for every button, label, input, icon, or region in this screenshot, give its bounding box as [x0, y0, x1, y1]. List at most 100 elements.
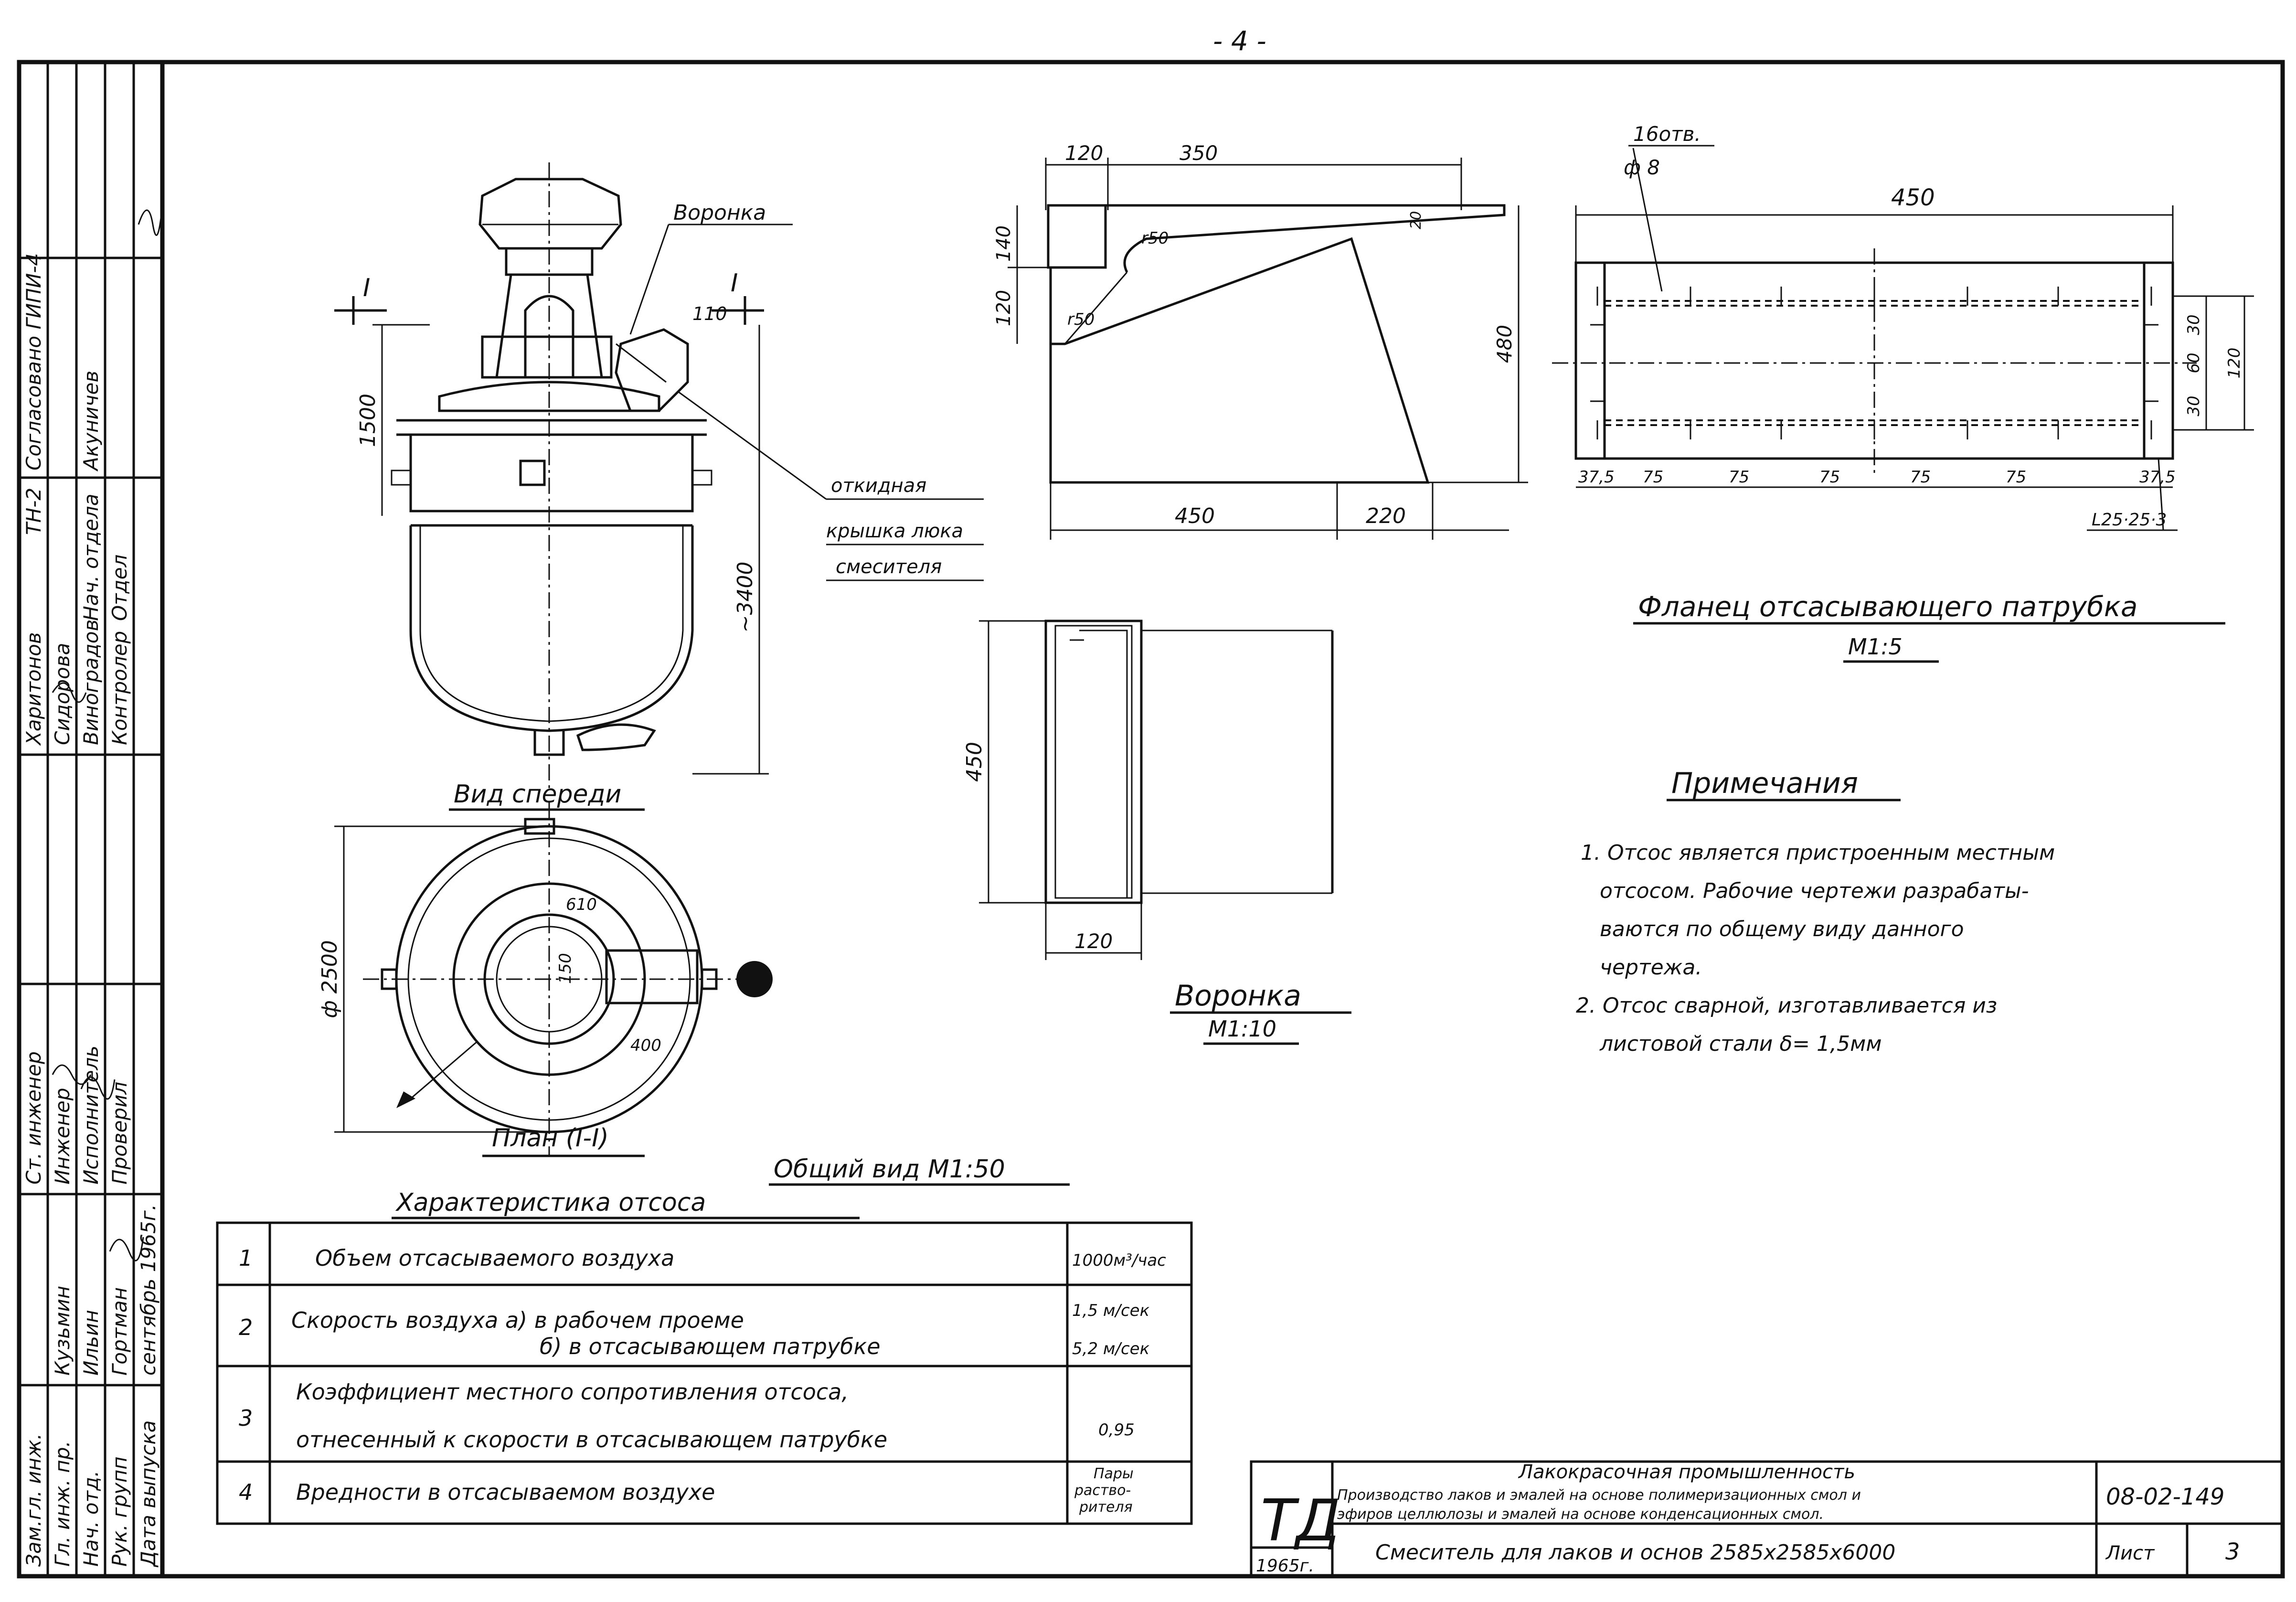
front-view: I I 1500 ~3400 110 Воронка откидная крыш… [334, 162, 984, 811]
flange-right-30b: 30 [2184, 395, 2203, 416]
dim-funnel-140: 140 [993, 225, 1015, 262]
titleblock-sheet-label: Лист [2105, 1542, 2155, 1564]
signature [52, 205, 163, 1261]
flange-spacing-6: 75 [2006, 468, 2026, 487]
front-view-caption: Вид спереди [454, 780, 621, 809]
stamp-top-role-1: ТН-2 [22, 488, 45, 535]
dim-110: 110 [692, 303, 727, 324]
titleblock-name: Смеситель для лаков и основ 2585x2585x60… [1375, 1540, 1895, 1565]
dim-funnel-350: 350 [1180, 141, 1218, 165]
row-1-text: Объем отсасываемого воздуха [315, 1245, 674, 1271]
row-3-text-a: Коэффициент местного сопротивления отсос… [296, 1379, 849, 1405]
titleblock-sheet: 3 [2225, 1538, 2240, 1565]
titleblock-desc-2: эфиров целлюлозы и эмалей на основе конд… [1337, 1506, 1824, 1523]
stamp-mid-name-4: Контролер [108, 631, 131, 745]
row-3-text-b: отнесенный к скорости в отсасывающем пат… [296, 1427, 887, 1452]
title-block: ТД 1965г. Лакокрасочная промышленность П… [1250, 1460, 2284, 1578]
note-line-5: 2. Отсос сварной, изготавливается из [1576, 993, 1997, 1018]
flange-detail: 450 16отв. ф 8 37,5 75 75 75 75 75 37,5 … [1552, 122, 2254, 663]
flange-right-30a: 30 [2184, 314, 2203, 335]
row-2-val-a: 1,5 м/сек [1072, 1301, 1150, 1320]
row-3-num: 3 [239, 1405, 253, 1431]
plan-view-caption: План (I-I) [492, 1124, 609, 1153]
note-line-1: 1. Отсос является пристроенным местным [1581, 841, 2055, 865]
dim-dia-2500: ф 2500 [318, 940, 342, 1018]
plan-view: ф 2500 610 150 400 План (I-I) [318, 802, 773, 1157]
dim-funnel-r50b: r50 [1067, 310, 1095, 329]
flange-spacing-4: 75 [1819, 468, 1840, 487]
stamp-mid-name-3: Виноградов [79, 619, 103, 745]
dim-funnel-20: 20 [1408, 211, 1424, 229]
dim-funnel-450v: 450 [962, 742, 987, 782]
dim-funnel-450: 450 [1175, 504, 1215, 528]
row-1-num: 1 [239, 1245, 253, 1271]
dim-funnel-120c: 120 [1074, 929, 1113, 953]
flange-right-60: 60 [2184, 352, 2203, 373]
stamp-top-title: Согласовано ГИПИ-4 [22, 253, 45, 470]
characteristics-title: Характеристика отсоса [395, 1188, 706, 1217]
stamp-role-2: Гл. инж. пр. [51, 1441, 74, 1567]
stamp-top-role-2: Нач. отдела [79, 494, 103, 621]
stamp-mid-role-1: Ст. инженер [22, 1051, 45, 1185]
dim-400: 400 [630, 1036, 661, 1055]
dim-3400: ~3400 [733, 562, 757, 633]
stamp-name-4: сентябрь 1965г. [137, 1204, 160, 1376]
section-mark-left: I [363, 274, 370, 302]
titleblock-year: 1965г. [1256, 1556, 1314, 1576]
row-4-val-b: раство- [1074, 1482, 1131, 1499]
dim-funnel-120b: 120 [993, 290, 1015, 326]
dim-150: 150 [556, 953, 575, 984]
titleblock-industry: Лакокрасочная промышленность [1518, 1461, 1855, 1483]
note-line-4: чертежа. [1600, 955, 1702, 980]
lid-label-line-2: крышка люка [826, 520, 963, 542]
row-2-text-a: Скорость воздуха а) в рабочем проеме [291, 1307, 744, 1333]
row-2-text-b: б) в отсасывающем патрубке [540, 1334, 881, 1359]
flange-right-120: 120 [2225, 348, 2244, 379]
row-4-text: Вредности в отсасываемом воздухе [296, 1479, 715, 1505]
row-4-val-c: рителя [1079, 1499, 1133, 1516]
note-line-3: ваются по общему виду данного [1600, 917, 1964, 941]
flange-spacing-2: 75 [1643, 468, 1663, 487]
row-1-val: 1000м³/час [1072, 1251, 1166, 1270]
td-logo: ТД [1261, 1488, 1340, 1554]
stamp-signer: Акуничев [79, 371, 103, 472]
stamp-role-3: Нач. отд. [79, 1471, 103, 1567]
dim-funnel-120a: 120 [1065, 141, 1103, 165]
dim-funnel-r50a: r50 [1141, 229, 1169, 248]
flange-spacing-5: 75 [1910, 468, 1931, 487]
row-2-num: 2 [239, 1314, 253, 1340]
notes: Примечания 1. Отсос является пристроенны… [1576, 767, 2055, 1056]
stamp-mid-role-2: Инженер [51, 1088, 74, 1185]
funnel-title: Воронка [1175, 979, 1301, 1013]
flange-angle: L25·25·3 [2092, 510, 2167, 530]
row-2-val-b: 5,2 м/сек [1072, 1339, 1150, 1358]
flange-spacing-1: 37,5 [1578, 468, 1615, 487]
stamp-role-4: Рук. групп [108, 1456, 131, 1567]
flange-spacing-7: 37,5 [2139, 468, 2176, 487]
stamp-name-3: Гортман [108, 1287, 131, 1376]
funnel-scale: М1:10 [1208, 1016, 1276, 1042]
flange-title: Фланец отсасывающего патрубка [1638, 590, 2137, 623]
stamp-mid-role-3: Исполнитель [79, 1046, 103, 1185]
flange-hole-dia: ф 8 [1624, 156, 1660, 179]
note-line-2: отсосом. Рабочие чертежи разрабаты- [1600, 879, 2029, 903]
stamp-top-role-3: Отдел [108, 555, 131, 621]
titleblock-desc-1: Производство лаков и эмалей на основе по… [1337, 1487, 1861, 1504]
row-3-val: 0,95 [1098, 1420, 1135, 1440]
stamp-mid-name-2: Сидорова [51, 643, 74, 745]
funnel-detail: 120 350 140 120 480 450 220 r50 r50 20 4… [962, 141, 1528, 1045]
stamp-name-2: Ильин [79, 1310, 103, 1376]
flange-holes: 16отв. [1633, 122, 1701, 146]
row-4-num: 4 [239, 1479, 253, 1505]
handwheel-mark [736, 961, 773, 997]
note-line-6: листовой стали δ= 1,5мм [1599, 1032, 1882, 1056]
lid-label-line-1: откидная [831, 475, 926, 497]
stamp-name-1: Кузьмин [51, 1286, 74, 1376]
page-number: - 4 - [1213, 26, 1266, 57]
section-mark-right: I [731, 269, 738, 298]
notes-title: Примечания [1671, 767, 1858, 800]
flange-spacing-3: 75 [1729, 468, 1749, 487]
dim-610: 610 [566, 895, 597, 914]
outer-frame [17, 60, 2285, 1579]
